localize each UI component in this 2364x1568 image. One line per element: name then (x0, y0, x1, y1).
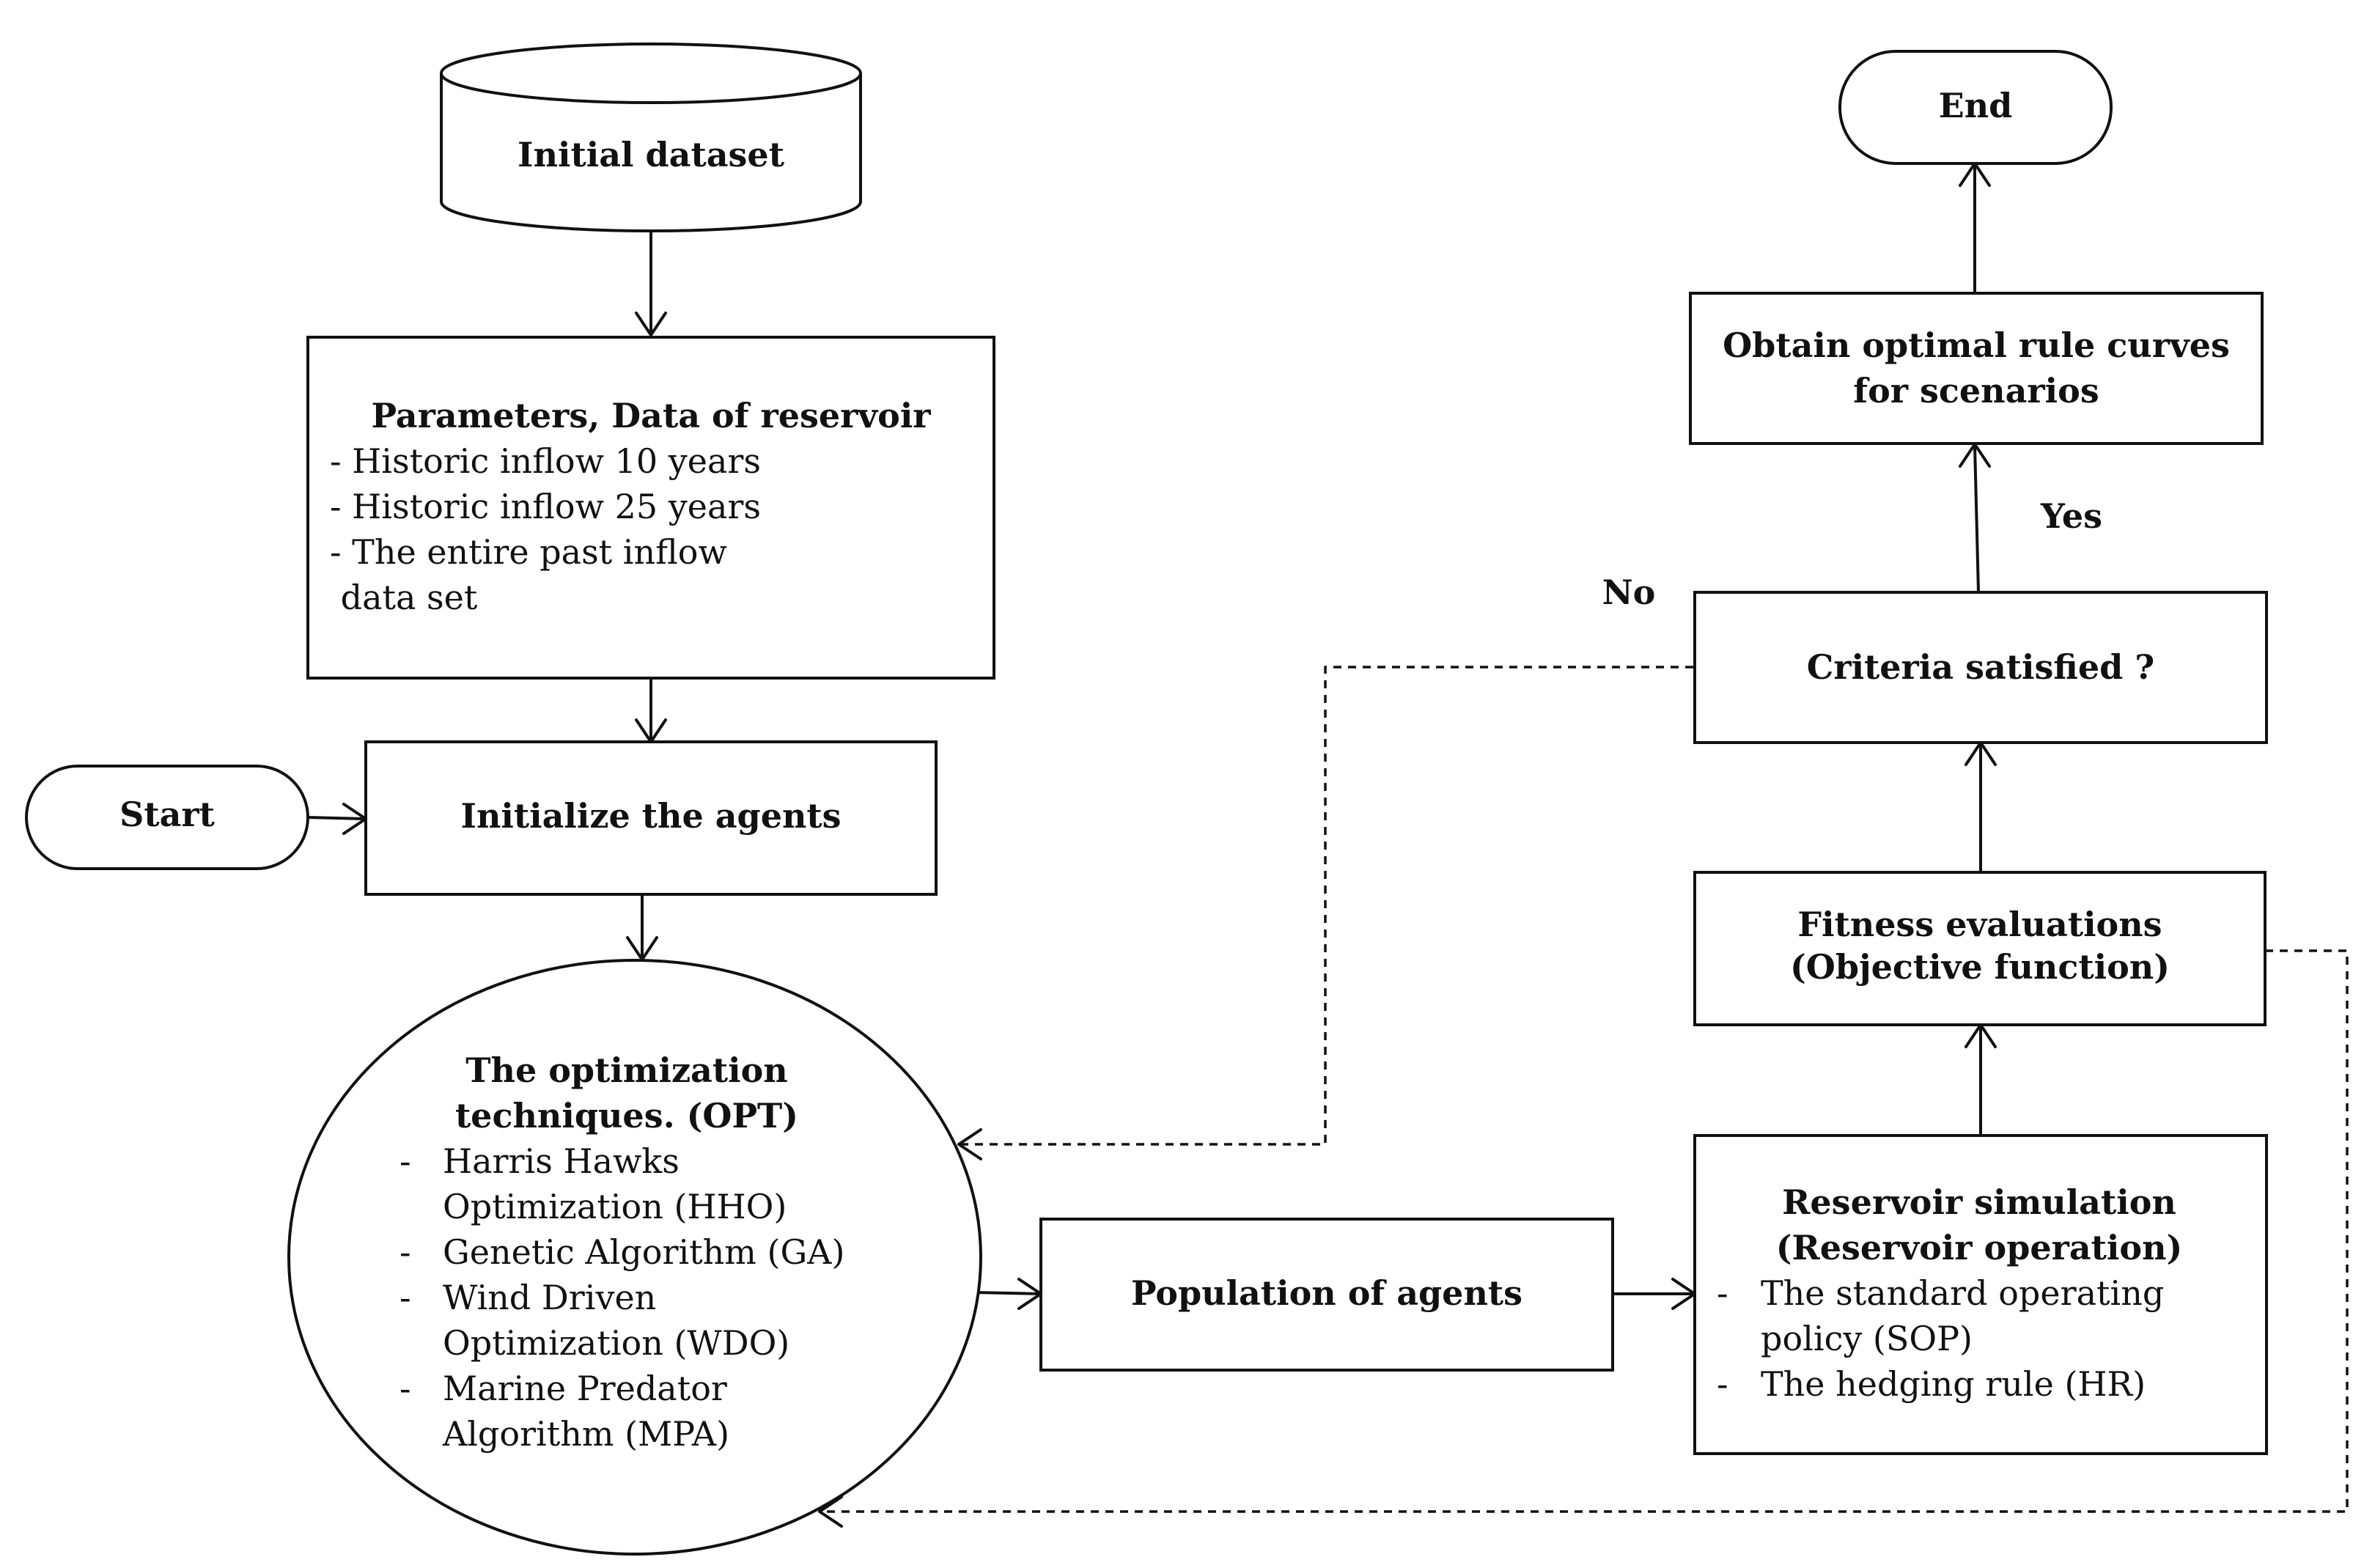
parameters-node: Parameters, Data of reservoir - Historic… (306, 336, 995, 680)
initial-dataset-label: Initial dataset (518, 135, 785, 174)
parameters-item: - The entire past inflow (330, 532, 727, 572)
population-label: Population of agents (1131, 1273, 1522, 1313)
optimization-bullet: - (399, 1141, 411, 1181)
simulation-bullet: - (1717, 1273, 1728, 1313)
dashed-arrow-criteria-to-optimization (957, 666, 1693, 1160)
end-label: End (1939, 86, 2013, 125)
optimization-item: Wind Driven (443, 1278, 656, 1317)
optimization-bullet: - (399, 1232, 411, 1272)
fitness-title-line2: (Objective function) (1790, 947, 2170, 987)
optimization-title-line2: techniques. (OPT) (455, 1096, 798, 1135)
obtain-node: Obtain optimal rule curves for scenarios (1689, 292, 2264, 445)
simulation-title-line1: Reservoir simulation (1782, 1182, 2176, 1222)
simulation-item: The hedging rule (HR) (1761, 1364, 2146, 1404)
start-node: Start (25, 765, 309, 870)
criteria-label: Criteria satisfied ? (1807, 647, 2155, 687)
optimization-item: Harris Hawks (443, 1141, 680, 1181)
simulation-item: The standard operating (1761, 1273, 2164, 1313)
initial-dataset-node: Initial dataset (440, 43, 862, 232)
arrow-optimization-to-population (972, 1278, 1042, 1310)
end-node: End (1838, 50, 2113, 165)
optimization-item: Marine Predator (443, 1369, 727, 1408)
criteria-node: Criteria satisfied ? (1693, 591, 2268, 744)
optimization-item: Optimization (WDO) (443, 1323, 789, 1363)
simulation-node: Reservoir simulation (Reservoir operatio… (1693, 1134, 2268, 1455)
arrow-fitness-to-criteria (1965, 741, 1997, 872)
optimization-node: The optimization techniques. (OPT) - Har… (287, 959, 982, 1556)
parameters-item: - Historic inflow 10 years (330, 441, 761, 481)
initialize-node: Initialize the agents (364, 740, 938, 896)
parameters-title: Parameters, Data of reservoir (371, 396, 931, 435)
arrow-parameters-to-initialize (635, 678, 667, 743)
arrow-obtain-to-end (1959, 162, 1991, 293)
optimization-item: Optimization (HHO) (443, 1187, 787, 1226)
simulation-bullet: - (1717, 1364, 1728, 1404)
arrow-dataset-to-parameters (635, 231, 667, 336)
simulation-item: policy (SOP) (1761, 1319, 1973, 1358)
arrow-initialize-to-optimization (626, 894, 658, 961)
arrow-simulation-to-fitness (1965, 1023, 1997, 1135)
arrow-start-to-initialize (307, 803, 367, 835)
no-label: No (1602, 573, 1656, 612)
initialize-label: Initialize the agents (460, 796, 841, 836)
yes-label: Yes (2040, 496, 2102, 536)
start-label: Start (119, 795, 216, 834)
dashed-arrow-fitness-to-optimization (818, 949, 2349, 1528)
optimization-item: Genetic Algorithm (GA) (443, 1232, 844, 1272)
obtain-title-line1: Obtain optimal rule curves (1723, 325, 2230, 365)
parameters-item: - Historic inflow 25 years (330, 487, 761, 526)
optimization-bullet: - (399, 1369, 411, 1408)
optimization-title-line1: The optimization (465, 1050, 787, 1090)
fitness-title-line1: Fitness evaluations (1797, 905, 2162, 944)
optimization-item: Algorithm (MPA) (442, 1414, 729, 1454)
arrow-population-to-simulation (1613, 1278, 1696, 1310)
simulation-title-line2: (Reservoir operation) (1776, 1228, 2183, 1267)
obtain-title-line2: for scenarios (1853, 371, 2099, 411)
optimization-bullet: - (399, 1278, 411, 1317)
parameters-item: data set (330, 578, 478, 617)
arrow-criteria-to-obtain (1959, 443, 1991, 593)
fitness-node: Fitness evaluations (Objective function) (1693, 871, 2267, 1026)
population-node: Population of agents (1039, 1218, 1614, 1372)
